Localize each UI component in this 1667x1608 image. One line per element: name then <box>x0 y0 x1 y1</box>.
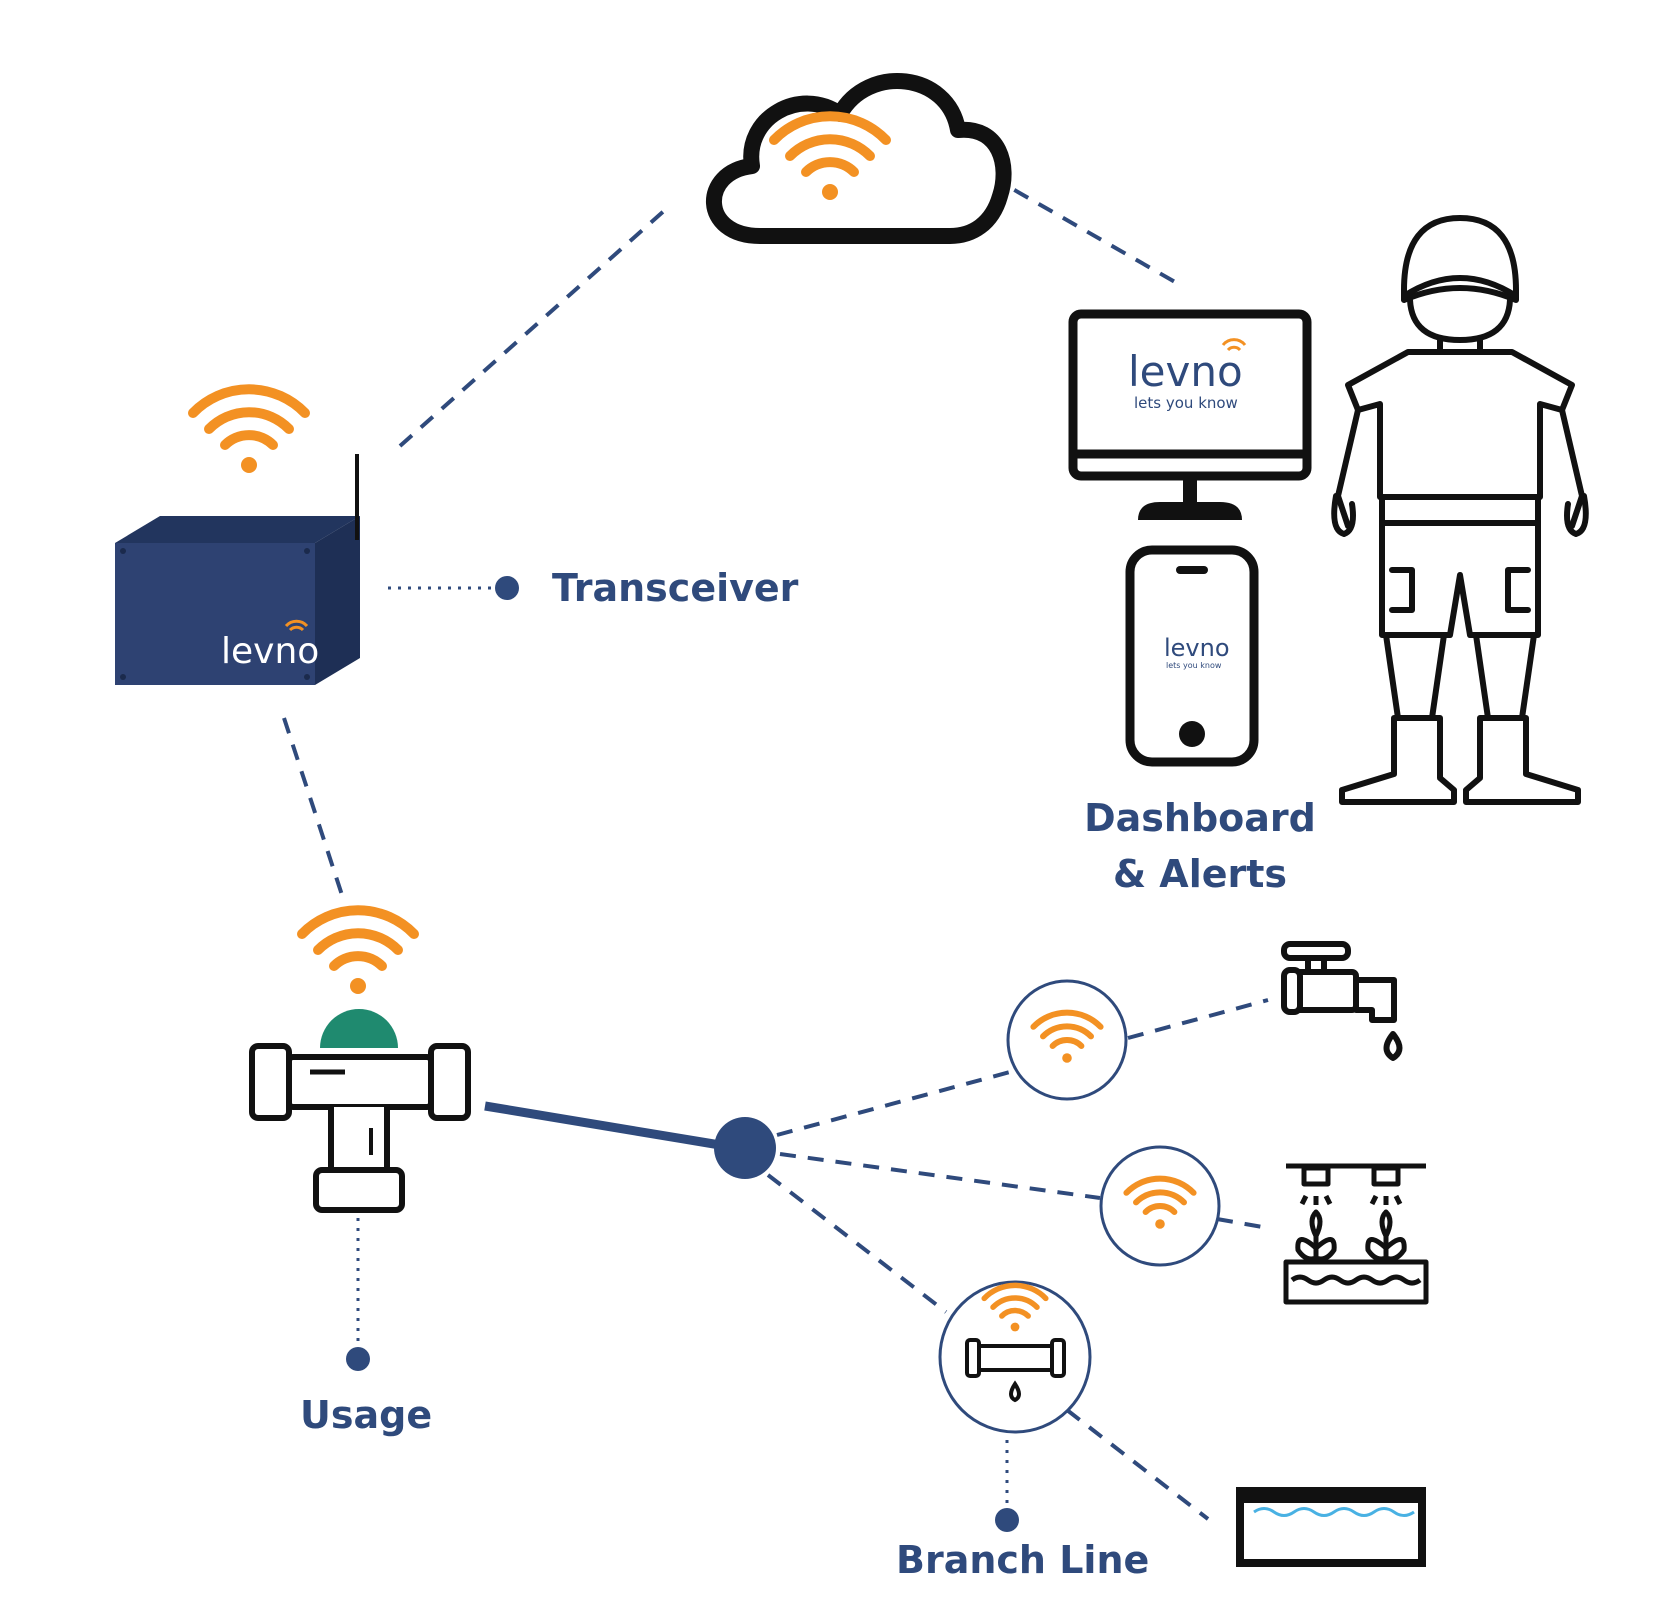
dashboard-label-line1: Dashboard <box>1084 796 1316 840</box>
branch-pointer-dot <box>995 1508 1019 1532</box>
monitor-icon: levno lets you know <box>1068 309 1312 520</box>
water-trough-icon <box>1236 1487 1426 1567</box>
dashboard-alerts-label: Dashboard & Alerts <box>1040 790 1360 902</box>
sensor1-to-faucet-line <box>1127 998 1269 1040</box>
monitor-logo: levno <box>1128 347 1243 396</box>
box-logo: levno <box>221 631 319 672</box>
sensor-sprinkler <box>1099 1145 1221 1267</box>
branch-line-label: Branch Line <box>896 1538 1150 1582</box>
dashboard-label-line2: & Alerts <box>1112 852 1288 896</box>
monitor-tagline: lets you know <box>1134 394 1238 412</box>
sensor3-to-trough-line <box>1065 1408 1210 1521</box>
box-to-cloud-line <box>398 208 667 448</box>
sensor2-to-sprinkler-line <box>1216 1217 1269 1230</box>
box-to-meter-line <box>282 717 344 896</box>
meter-wifi-icon <box>302 910 414 994</box>
phone-logo: levno <box>1164 634 1230 662</box>
connections <box>282 174 1269 1532</box>
transceiver-pointer-dot <box>495 576 519 600</box>
hub-to-sensor3-line <box>766 1173 948 1314</box>
cloud-icon <box>706 73 1012 244</box>
sensor-branch-line <box>938 1280 1092 1434</box>
transceiver-box-icon: levno <box>115 389 360 685</box>
usage-pointer-dot <box>346 1347 370 1371</box>
faucet-icon <box>1281 941 1403 1061</box>
box-wifi-icon <box>193 389 305 473</box>
cloud-to-dashboard-line <box>989 174 1176 284</box>
hub-to-sensor2-line <box>779 1152 1101 1200</box>
leaking-pipe-icon <box>965 1338 1066 1403</box>
hub-node <box>714 1117 776 1179</box>
meter-to-hub-line <box>484 1101 721 1150</box>
transceiver-label: Transceiver <box>552 566 799 610</box>
farmer-icon <box>1331 215 1589 805</box>
sprinkler-plants-icon <box>1283 1163 1429 1305</box>
hub-to-sensor1-line <box>776 1070 1011 1137</box>
usage-label: Usage <box>300 1393 433 1437</box>
sensor-faucet <box>1006 979 1128 1101</box>
phone-tagline: lets you know <box>1166 661 1222 670</box>
phone-icon: levno lets you know <box>1125 545 1259 767</box>
pipe-tee-icon <box>249 910 471 1213</box>
